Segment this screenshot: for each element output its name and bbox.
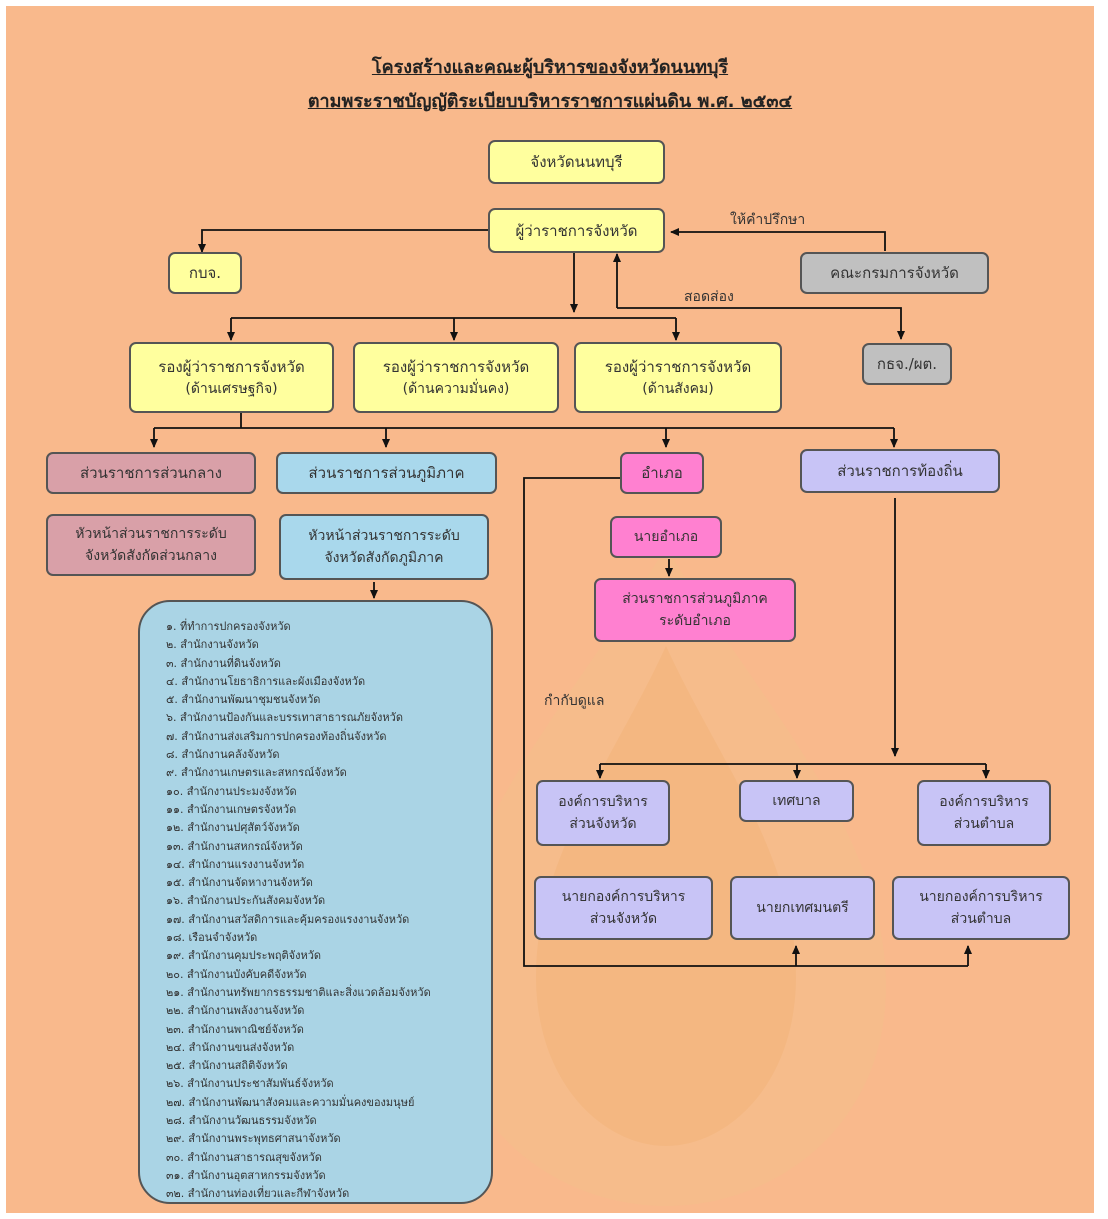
node-municipality: เทศบาล (739, 780, 854, 822)
district-agencies-line2: ระดับอำเภอ (659, 613, 731, 629)
tao-line2: ส่วนตำบล (953, 816, 1015, 832)
node-province: จังหวัดนนทบุรี (488, 140, 665, 184)
node-district-chief: นายอำเภอ (610, 516, 722, 558)
pao-chief-line2: ส่วนจังหวัด (589, 911, 658, 927)
regional-unit-item: ๒๗. สำนักงานพัฒนาสังคมและความมั่นคงของมน… (166, 1095, 415, 1109)
node-deputy-security: รองผู้ว่าราชการจังหวัด (ด้านความมั่นคง) (353, 342, 559, 413)
deputy-security-area: (ด้านความมั่นคง) (402, 380, 510, 397)
regional-unit-item: ๓๐. สำนักงานสาธารณสุขจังหวัด (166, 1150, 322, 1164)
node-district-agencies: ส่วนราชการส่วนภูมิภาค ระดับอำเภอ (594, 578, 796, 642)
arrow-committee-governor (670, 228, 886, 251)
node-mayor: นายกเทศมนตรี (730, 876, 875, 940)
node-deputy-econ: รองผู้ว่าราชการจังหวัด (ด้านเศรษฐกิจ) (129, 342, 334, 413)
regional-unit-item: ๑๘. เรือนจำจังหวัด (166, 931, 258, 945)
pao-line2: ส่วนจังหวัด (569, 816, 637, 832)
regional-unit-item: ๓๒. สำนักงานท่องเที่ยวและกีฬาจังหวัด (166, 1187, 350, 1201)
label-supervise: กำกับดูแล (544, 693, 605, 709)
admin-bus (154, 413, 894, 429)
regional-unit-item: ๑๖. สำนักงานประกันสังคมจังหวัด (166, 894, 326, 908)
central-heads-line2: จังหวัดสังกัดส่วนกลาง (85, 548, 217, 564)
node-tao-chief: นายกองค์การบริหาร ส่วนตำบล (892, 876, 1070, 940)
node-kbj: กบจ. (168, 252, 242, 294)
node-pao-chief: นายกองค์การบริหาร ส่วนจังหวัด (534, 876, 713, 940)
regional-unit-item: ๑๗. สำนักงานสวัสดิการและคุ้มครองแรงงานจั… (166, 912, 410, 926)
regional-unit-item: ๓๑. สำนักงานอุตสาหกรรมจังหวัด (166, 1168, 326, 1182)
regional-unit-item: ๒๒. สำนักงานพลังงานจังหวัด (166, 1004, 305, 1018)
regional-unit-item: ๒. สำนักงานจังหวัด (166, 638, 259, 652)
arrow-to-kosj (617, 307, 905, 340)
label-inspect: สอดส่อง (684, 289, 734, 305)
node-pao: องค์การบริหาร ส่วนจังหวัด (536, 780, 670, 846)
regional-unit-item: ๘. สำนักงานคลังจังหวัด (166, 748, 280, 762)
regional-unit-item: ๒๕. สำนักงานสถิติจังหวัด (166, 1059, 288, 1073)
connector-lines (150, 228, 990, 967)
node-regional-admin: ส่วนราชการส่วนภูมิภาค (276, 452, 497, 494)
regional-unit-item: ๕. สำนักงานพัฒนาชุมชนจังหวัด (166, 693, 321, 707)
regional-unit-item: ๒๔. สำนักงานขนส่งจังหวัด (166, 1040, 295, 1054)
node-central-heads: หัวหน้าส่วนราชการระดับ จังหวัดสังกัดส่วน… (46, 514, 256, 576)
regional-heads-line2: จังหวัดสังกัดภูมิภาค (324, 550, 444, 566)
deputy-econ-title: รองผู้ว่าราชการจังหวัด (158, 357, 305, 376)
regional-unit-item: ๒๐. สำนักงานบังคับคดีจังหวัด (166, 967, 307, 981)
tao-chief-line1: นายกองค์การบริหาร (919, 889, 1043, 905)
node-deputy-social: รองผู้ว่าราชการจังหวัด (ด้านสังคม) (574, 342, 782, 413)
chart-title-line2: ตามพระราชบัญญัติระเบียบบริหารราชการแผ่นด… (307, 91, 793, 112)
regional-unit-item: ๒๓. สำนักงานพาณิชย์จังหวัด (166, 1022, 304, 1036)
regional-unit-item: ๒๑. สำนักงานทรัพยากรธรรมชาติและสิ่งแวดล้… (166, 985, 431, 999)
district-agencies-line1: ส่วนราชการส่วนภูมิภาค (622, 591, 768, 607)
regional-unit-item: ๓. สำนักงานที่ดินจังหวัด (166, 656, 281, 670)
node-governor: ผู้ว่าราชการจังหวัด (488, 208, 665, 253)
regional-unit-item: ๑. ที่ทำการปกครองจังหวัด (166, 620, 291, 633)
regional-unit-item: ๗. สำนักงานส่งเสริมการปกครองท้องถิ่นจังห… (166, 729, 387, 743)
regional-unit-item: ๒๙. สำนักงานพระพุทธศาสนาจังหวัด (166, 1132, 341, 1146)
tao-line1: องค์การบริหาร (939, 794, 1029, 810)
regional-unit-item: ๑๓. สำนักงานสหกรณ์จังหวัด (166, 839, 303, 853)
org-chart-canvas: โครงสร้างและคณะผู้บริหารของจังหวัดนนทบุร… (6, 6, 1094, 1213)
regional-unit-list: ๑. ที่ทำการปกครองจังหวัด๒. สำนักงานจังหว… (138, 600, 493, 1204)
regional-unit-item: ๒๘. สำนักงานวัฒนธรรมจังหวัด (166, 1114, 317, 1128)
regional-unit-item: ๑๔. สำนักงานแรงงานจังหวัด (166, 857, 305, 871)
label-advise: ให้คำปรึกษา (730, 212, 806, 228)
node-district: อำเภอ (620, 452, 704, 494)
regional-unit-item: ๑๙. สำนักงานคุมประพฤติจังหวัด (166, 949, 322, 963)
regional-unit-item: ๑๕. สำนักงานจัดหางานจังหวัด (166, 876, 313, 890)
regional-unit-item: ๑๐. สำนักงานประมงจังหวัด (166, 784, 297, 798)
regional-unit-items: ๑. ที่ทำการปกครองจังหวัด๒. สำนักงานจังหว… (166, 618, 491, 1204)
regional-unit-item: ๖. สำนักงานป้องกันและบรรเทาสาธารณภัยจังห… (166, 711, 403, 725)
chart-title-line1: โครงสร้างและคณะผู้บริหารของจังหวัดนนทบุร… (371, 57, 729, 78)
regional-unit-item: ๑๑. สำนักงานเกษตรจังหวัด (166, 802, 297, 816)
pao-line1: องค์การบริหาร (558, 794, 648, 810)
deputy-social-area: (ด้านสังคม) (642, 380, 714, 397)
deputy-social-title: รองผู้ว่าราชการจังหวัด (604, 357, 752, 376)
regional-unit-item: ๒๖. สำนักงานประชาสัมพันธ์จังหวัด (166, 1077, 334, 1091)
node-local-admin: ส่วนราชการท้องถิ่น (800, 449, 1000, 493)
regional-unit-item: ๔. สำนักงานโยธาธิการและผังเมืองจังหวัด (166, 674, 366, 688)
regional-unit-item: ๑๒. สำนักงานปศุสัตว์จังหวัด (166, 821, 300, 835)
regional-unit-item: ๙. สำนักงานเกษตรและสหกรณ์จังหวัด (166, 766, 347, 780)
central-heads-line1: หัวหน้าส่วนราชการระดับ (75, 526, 227, 542)
node-regional-heads: หัวหน้าส่วนราชการระดับ จังหวัดสังกัดภูมิ… (279, 514, 489, 580)
node-committee: คณะกรมการจังหวัด (800, 252, 989, 294)
node-tao: องค์การบริหาร ส่วนตำบล (917, 780, 1051, 846)
supervise-line (523, 477, 968, 967)
deputy-econ-area: (ด้านเศรษฐกิจ) (185, 380, 278, 397)
node-kosj: กธจ./ผต. (862, 343, 952, 385)
pao-chief-line1: นายกองค์การบริหาร (561, 889, 686, 905)
deputy-security-title: รองผู้ว่าราชการจังหวัด (382, 357, 530, 376)
node-central-admin: ส่วนราชการส่วนกลาง (46, 452, 256, 494)
tao-chief-line2: ส่วนตำบล (950, 911, 1012, 927)
regional-heads-line1: หัวหน้าส่วนราชการระดับ (308, 528, 460, 544)
arrow-governor-kbj (198, 229, 488, 253)
